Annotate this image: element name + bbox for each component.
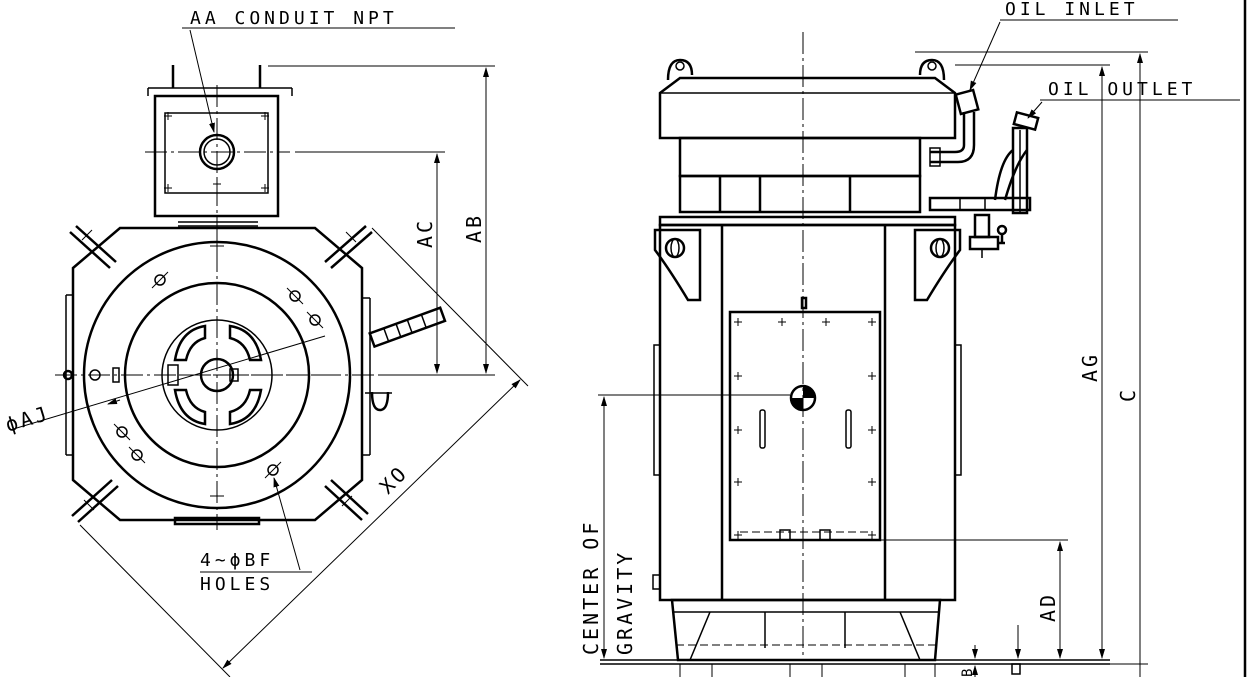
mounting-hole	[151, 271, 169, 289]
top-lifting-eye	[666, 58, 694, 81]
gravity-label: GRAVITY	[613, 550, 637, 655]
aj-label: ϕAJ	[2, 401, 52, 437]
oil-fitting-topview	[368, 306, 447, 349]
oil-inlet-leader	[969, 21, 1001, 91]
aa-leader	[189, 29, 215, 133]
mounting-hole	[306, 311, 324, 329]
coupling-lug	[173, 388, 207, 426]
side-lifting-lug	[913, 228, 962, 302]
c-label: C	[1116, 387, 1140, 402]
xo-dimension-line	[222, 379, 521, 669]
oil-inlet-label: OIL INLET	[1005, 0, 1139, 20]
center-of-label: CENTER OF	[579, 520, 603, 655]
coupling-lug	[228, 388, 263, 426]
ad-label: AD	[1036, 592, 1060, 622]
access-panel	[728, 310, 882, 542]
coupling-lug	[173, 324, 207, 362]
cooler-housing	[678, 136, 922, 178]
b-label: B	[960, 666, 976, 677]
holes-leader	[273, 477, 301, 571]
ventilation-screen	[678, 174, 922, 214]
motor-body	[658, 223, 957, 602]
corner-bolt	[324, 225, 373, 269]
top-cap	[658, 76, 957, 140]
oil-outlet-pipe	[928, 110, 1040, 258]
side-lifting-lug	[653, 228, 702, 302]
coupling-lug	[228, 324, 263, 362]
ac-label: AC	[413, 218, 437, 248]
aj-leader	[9, 335, 326, 431]
ag-label: AG	[1078, 352, 1102, 382]
xo-label: XO	[375, 460, 413, 498]
oil-outlet-leader	[1027, 101, 1043, 119]
motor-base	[670, 598, 942, 662]
mounting-hole	[264, 461, 282, 479]
side-view: OIL INLET OIL OUTLET CENTER OF GRAVITY A…	[579, 0, 1240, 677]
corner-bolt	[324, 479, 369, 521]
oil-inlet-pipe	[929, 88, 980, 167]
corner-bolt	[69, 225, 117, 269]
corner-bolt	[71, 479, 119, 523]
mounting-hole	[113, 423, 131, 441]
top-lifting-eye	[918, 58, 946, 81]
aa-conduit-label: AA CONDUIT NPT	[190, 8, 398, 29]
mounting-hole	[286, 287, 304, 305]
top-view: AA CONDUIT NPT 4~ϕBF HOLES AC AB ϕAJ XO	[2, 8, 529, 677]
holes-label: HOLES	[200, 574, 274, 595]
drain-plug	[370, 391, 390, 412]
holes-count-label: 4~ϕBF	[200, 550, 274, 571]
ab-label: AB	[462, 213, 486, 243]
oil-outlet-label: OIL OUTLET	[1048, 79, 1196, 100]
mounting-hole	[128, 446, 146, 464]
